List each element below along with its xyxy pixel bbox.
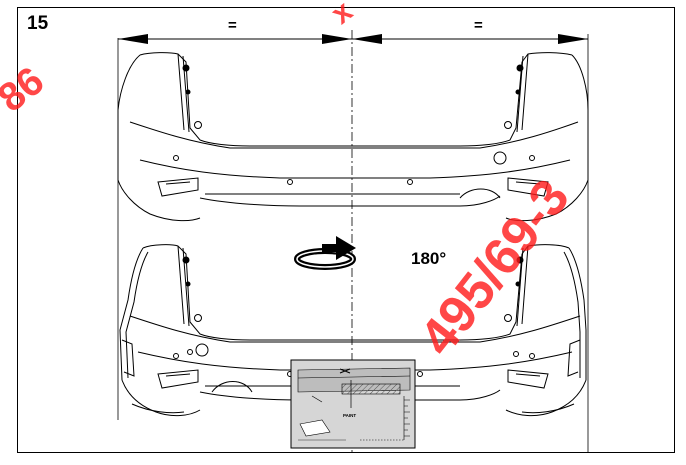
- equal-mark-right: =: [474, 17, 483, 34]
- arrow-left-inner: [322, 34, 352, 44]
- rotation-angle-label: 180°: [411, 249, 447, 268]
- step-number: 15: [27, 13, 49, 34]
- figure-frame: [17, 7, 675, 453]
- arrow-left-outer: [118, 34, 148, 44]
- paint-mark-text: PAINT: [343, 413, 356, 418]
- rotation-arrow-icon: [294, 236, 356, 270]
- bumper-top: [117, 52, 589, 222]
- dimension-lines: [117, 34, 589, 452]
- equal-mark-left: =: [228, 17, 237, 34]
- arrow-right-outer: [558, 34, 588, 44]
- paint-label-inset: PAINT: [290, 359, 416, 449]
- arrow-right-inner: [352, 34, 382, 44]
